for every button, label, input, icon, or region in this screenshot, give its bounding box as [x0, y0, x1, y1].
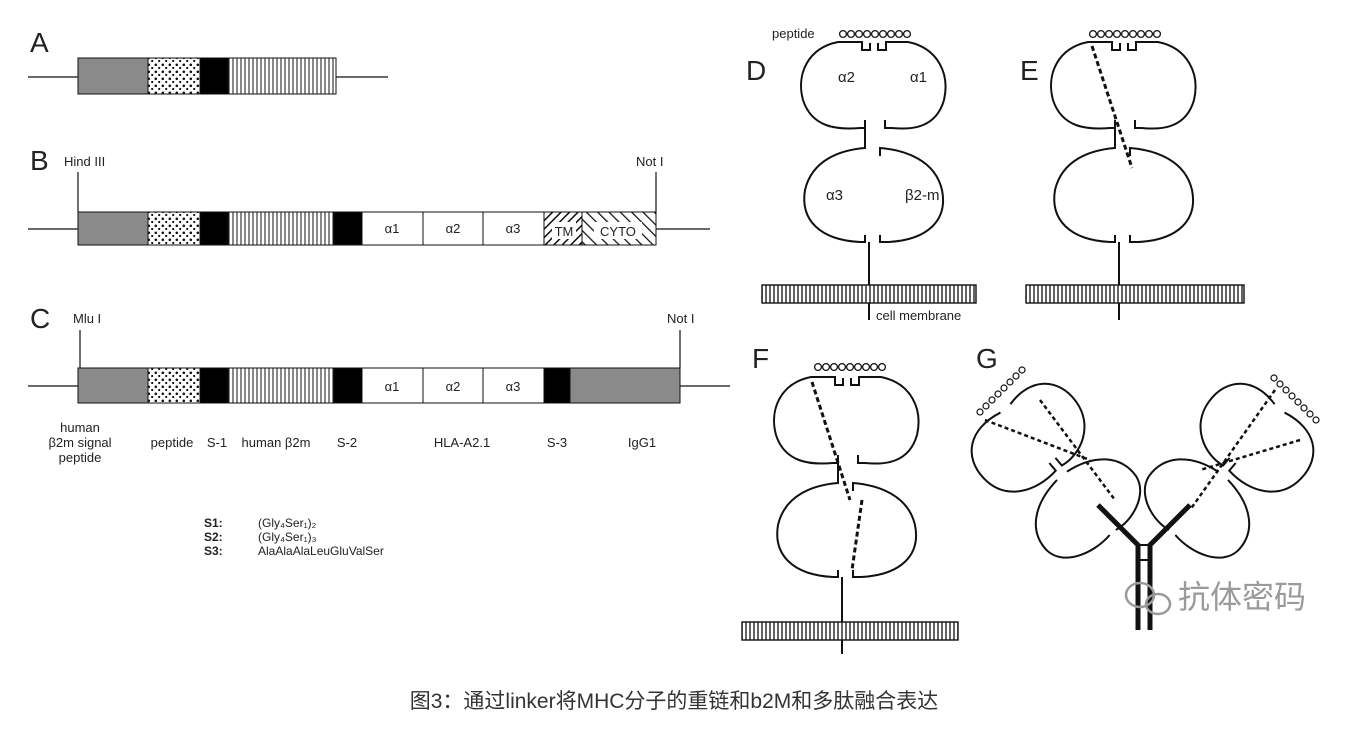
label-igg1: IgG1 [628, 435, 656, 450]
segment-tm: TM [555, 224, 574, 239]
segment-alpha2-c: α2 [446, 379, 461, 394]
label-alpha1: α1 [910, 69, 927, 86]
figure-caption: 图3：通过linker将MHC分子的重链和b2M和多肽融合表达 [410, 690, 939, 713]
label-b2m: β2-m [905, 187, 939, 204]
site-mlu-i: Mlu I [73, 311, 101, 326]
segment-alpha1-b: α1 [385, 221, 400, 236]
label-s1: S-1 [207, 435, 227, 450]
label-alpha3: α3 [826, 187, 843, 204]
watermark: 抗体密码 [1124, 579, 1306, 616]
segment-alpha3-b: α3 [506, 221, 521, 236]
molecule-e: E [1020, 29, 1245, 320]
panel-letter-f: F [752, 343, 769, 374]
site-not-i-b: Not I [636, 154, 663, 169]
segment-alpha1-c: α1 [385, 379, 400, 394]
legend-key-s2: S2: [204, 530, 223, 544]
site-not-i-c: Not I [667, 311, 694, 326]
molecule-g: G [970, 343, 1320, 630]
legend-key-s3: S3: [204, 544, 223, 558]
label-alpha2: α2 [838, 69, 855, 86]
label-peptide: peptide [151, 435, 194, 450]
label-signal-line3: peptide [59, 450, 102, 465]
panel-letter-g: G [976, 343, 998, 374]
legend-value-s1: (Gly₄Ser₁)₂ [258, 516, 317, 530]
legend-value-s2: (Gly₄Ser₁)₃ [258, 530, 317, 544]
molecule-d: D peptide α2 α1 α3 β2-m cell membrane [746, 26, 977, 323]
panel-letter-d: D [746, 55, 766, 86]
legend-key-s1: S1: [204, 516, 223, 530]
label-hla: HLA-A2.1 [434, 435, 490, 450]
site-hind-iii: Hind III [64, 154, 105, 169]
panel-letter-b: B [30, 145, 49, 176]
segment-alpha2-b: α2 [446, 221, 461, 236]
label-human-b2m: human β2m [242, 435, 311, 450]
label-peptide-d: peptide [772, 26, 815, 41]
segment-alpha3-c: α3 [506, 379, 521, 394]
panel-letter-e: E [1020, 55, 1039, 86]
label-signal-line1: human [60, 420, 100, 435]
label-signal-line2: β2m signal [48, 435, 111, 450]
construct-a: A [28, 27, 388, 95]
wechat-icon [1124, 581, 1172, 616]
panel-letter-a: A [30, 27, 49, 58]
watermark-text: 抗体密码 [1178, 579, 1306, 615]
segment-cyto: CYTO [600, 224, 636, 239]
label-s2: S-2 [337, 435, 357, 450]
construct-b: B Hind III Not I α1 α2 α3 TM CYTO [28, 145, 710, 246]
legend-value-s3: AlaAlaAlaLeuGluValSer [258, 544, 384, 558]
label-cell-membrane: cell membrane [876, 308, 961, 323]
label-s3: S-3 [547, 435, 567, 450]
panel-letter-c: C [30, 303, 50, 334]
construct-c: C Mlu I Not I α1 α2 α3 human β2m signal … [28, 303, 730, 465]
molecule-f: F [741, 343, 959, 654]
linker-legend: S1: (Gly₄Ser₁)₂ S2: (Gly₄Ser₁)₃ S3: AlaA… [204, 516, 384, 558]
